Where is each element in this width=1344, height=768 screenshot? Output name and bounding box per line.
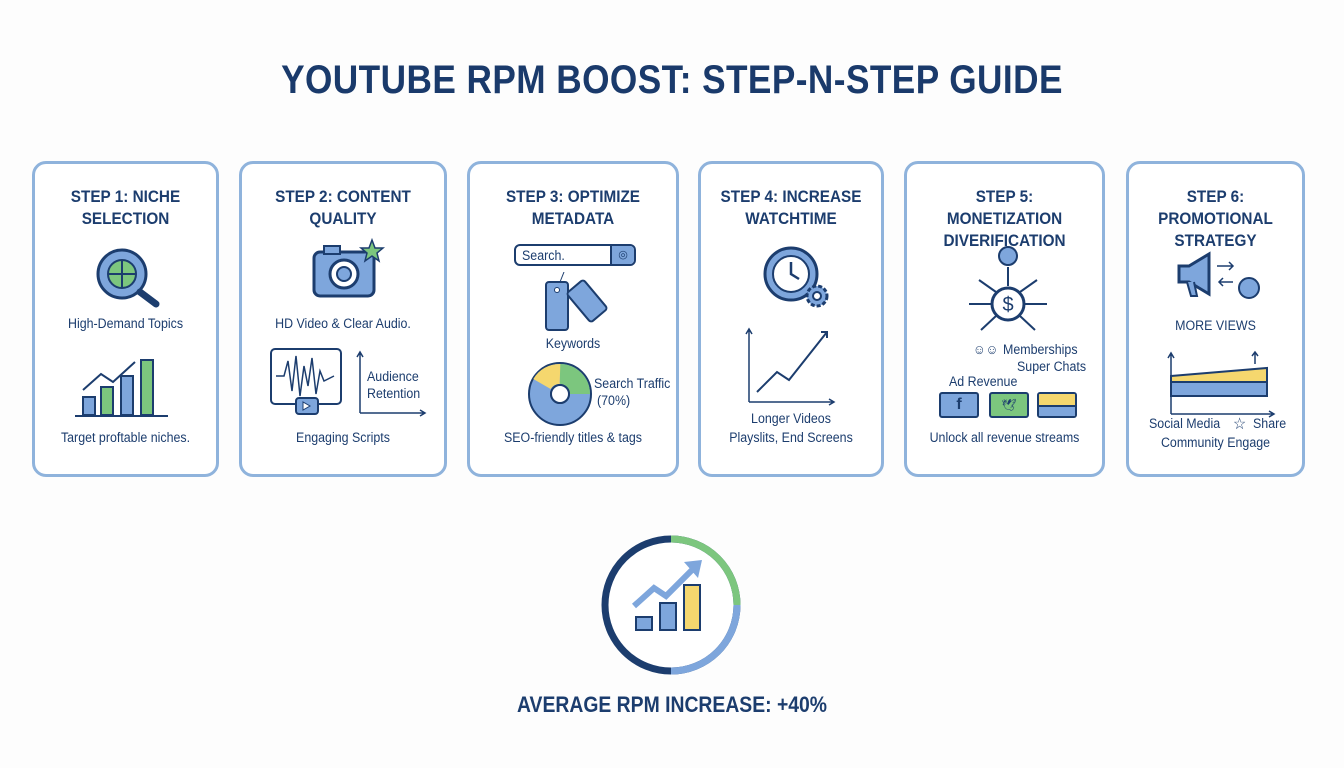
label: SEO-friendly titles & tags xyxy=(503,430,643,445)
traffic-donut-chart xyxy=(528,362,592,426)
search-text: Search. xyxy=(522,248,565,263)
megaphone-icon xyxy=(1177,251,1260,299)
label: Memberships xyxy=(1003,342,1078,357)
label: Unlock all revenue streams xyxy=(929,430,1080,445)
rpm-increase-ring-chart xyxy=(601,535,741,675)
label: (70%) xyxy=(597,393,631,408)
views-area-chart xyxy=(1167,350,1276,418)
retention-axis-icon xyxy=(356,350,427,417)
label: Social Media xyxy=(1149,416,1221,431)
revenue-bar-icon xyxy=(1037,392,1077,418)
label: Search Traffic xyxy=(594,376,671,391)
label: MORE VIEWS xyxy=(1175,318,1256,333)
dollar-arrows-icon: $ xyxy=(969,246,1047,331)
search-icon: ◎ xyxy=(610,246,634,264)
page-title: YOUTUBE RPM BOOST: STEP-N-STEP GUIDE xyxy=(281,58,1063,102)
growth-bar-chart-icon xyxy=(75,359,168,417)
label: High-Demand Topics xyxy=(67,316,184,331)
label: Super Chats xyxy=(1017,359,1087,374)
people-icon: ☺☺ xyxy=(973,342,999,357)
label: Share xyxy=(1253,416,1287,431)
keyword-tags-icon xyxy=(545,272,608,331)
camera-star-icon xyxy=(312,238,385,298)
label: Keywords xyxy=(545,336,601,351)
label: Retention xyxy=(367,386,421,401)
globe-magnifier-icon xyxy=(96,248,160,308)
twitter-icon: 🕊 xyxy=(989,392,1029,418)
label: HD Video & Clear Audio. xyxy=(275,316,411,331)
label: Playslits, End Screens xyxy=(729,430,853,445)
label: Longer Videos xyxy=(751,411,831,426)
search-bar: Search. ◎ xyxy=(514,244,636,266)
clock-gear-icon xyxy=(763,246,829,308)
rising-line-chart-icon xyxy=(745,327,836,406)
label: Ad Revenue xyxy=(949,374,1018,389)
svg-text:$: $ xyxy=(1002,294,1013,316)
facebook-icon: f xyxy=(939,392,979,418)
label: Engaging Scripts xyxy=(296,430,390,445)
audio-waveform-video-icon xyxy=(270,348,342,415)
label: Target proftable niches. xyxy=(60,430,191,445)
star-icon: ☆ xyxy=(1233,416,1247,433)
average-rpm-increase: AVERAGE RPM INCREASE: +40% xyxy=(516,692,828,717)
label: Audience xyxy=(367,369,419,384)
label: Community Engage xyxy=(1160,435,1271,450)
